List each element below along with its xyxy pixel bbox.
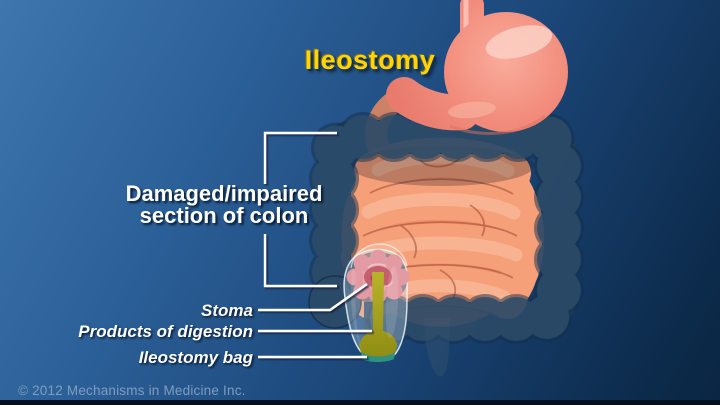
damaged-section-label: Damaged/impaired section of colon — [104, 183, 344, 227]
damaged-section-bracket — [263, 234, 337, 288]
damaged-section-bracket — [263, 131, 337, 184]
stoma-label: Stoma — [201, 301, 253, 320]
stoma-leader-line — [258, 283, 368, 312]
bottom-edge-bar — [0, 400, 720, 405]
bag-clip — [361, 352, 395, 362]
products-of-digestion-illustration — [359, 272, 397, 357]
damaged-colon-illustration — [308, 112, 584, 377]
damaged-section-line2: section of colon — [139, 203, 309, 228]
ileostomy-bag-illustration — [343, 243, 410, 362]
rectum-illustration — [424, 318, 450, 377]
leader-lines — [258, 131, 372, 359]
stomach-illustration — [386, 0, 568, 135]
damaged-section-line1: Damaged/impaired — [125, 181, 323, 206]
ileostomy-bag-label: Ileostomy bag — [138, 348, 253, 367]
copyright-text: © 2012 Mechanisms in Medicine Inc. — [18, 383, 246, 398]
products-of-digestion-label: Products of digestion — [78, 322, 253, 341]
slide-title: Ileostomy — [304, 45, 436, 75]
